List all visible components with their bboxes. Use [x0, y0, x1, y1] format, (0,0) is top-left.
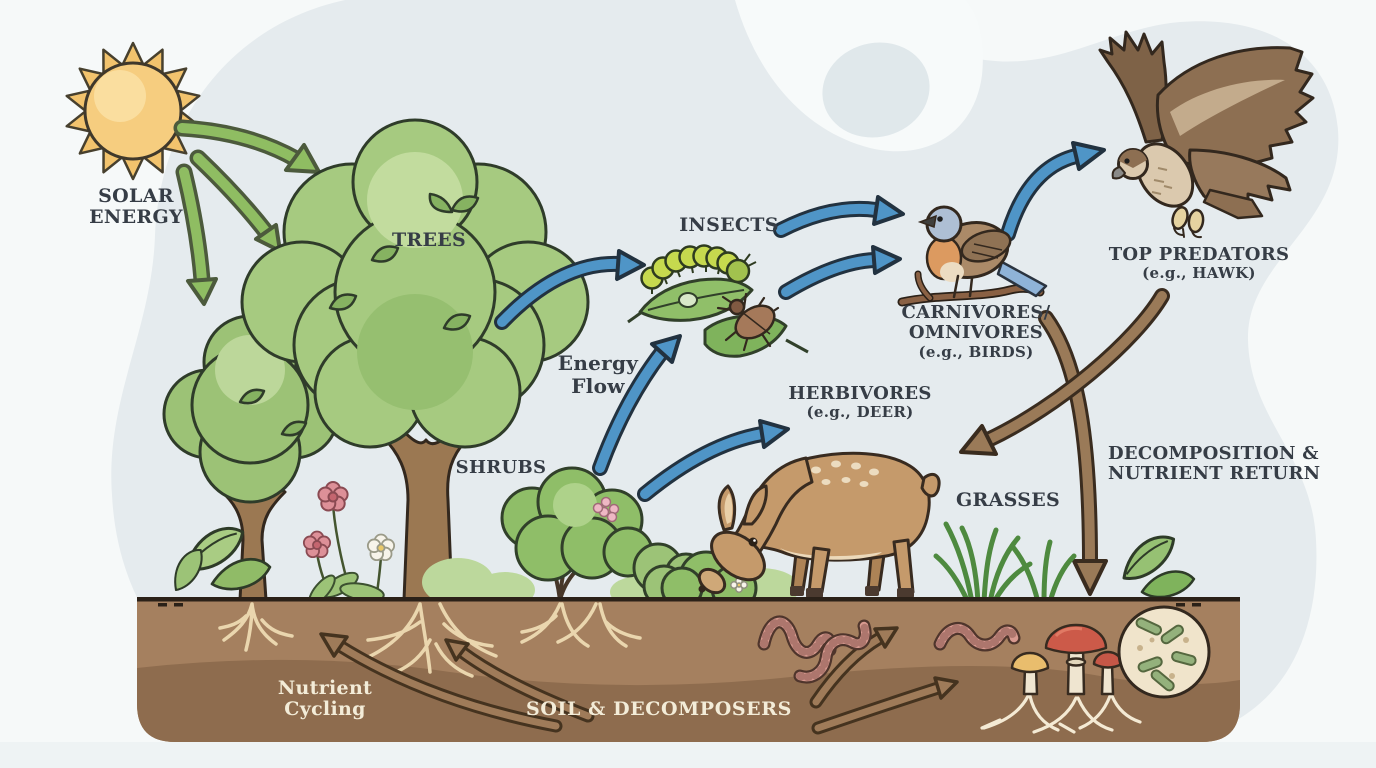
roots-icon [980, 694, 1142, 734]
backdrop-gray-ellipse [822, 42, 930, 138]
microbes-icon [1117, 605, 1211, 699]
label-top-predators: TOP PREDATORS (e.g., HAWK) [1108, 244, 1290, 283]
leaf-accent-icon [238, 192, 480, 437]
soil-band [137, 597, 1240, 742]
label-decomposition-nutrient-return: DECOMPOSITION & NUTRIENT RETURN [1108, 443, 1321, 485]
label-trees: TREES [391, 229, 467, 251]
grass-icon [933, 521, 1077, 605]
hawk-icon [1098, 30, 1315, 239]
roots-icon [218, 602, 642, 678]
worm-icon [757, 615, 1021, 684]
label-carnivores-omnivores: CARNIVORES/ OMNIVORES (e.g., BIRDS) [901, 302, 1051, 361]
label-herbivores: HERBIVORES (e.g., DEER) [788, 383, 932, 422]
energy-arrow-icon [494, 141, 1106, 502]
label-shrubs: SHRUBS [455, 457, 547, 478]
beetle-icon [703, 292, 809, 358]
solar-arrow-icon [173, 119, 321, 306]
leaf-icon [174, 526, 272, 592]
tree-icon [238, 118, 590, 602]
leaf-icon [1122, 535, 1196, 599]
label-grasses: GRASSES [955, 489, 1061, 511]
sun-icon [65, 41, 201, 181]
soil-arrow-icon [319, 626, 959, 735]
decomposition-arrow-icon [959, 288, 1170, 596]
bird-icon [897, 205, 1048, 307]
label-insects: INSECTS [679, 214, 779, 236]
mushroom-icon [1010, 623, 1124, 696]
label-soil-decomposers: SOIL & DECOMPOSERS [526, 698, 792, 720]
label-solar-energy: SOLAR ENERGY [89, 185, 183, 229]
label-nutrient-cycling: Nutrient Cycling [277, 677, 373, 721]
deer-icon [697, 451, 941, 598]
label-energy-flow: Energy Flow [557, 351, 639, 398]
flower-icon [302, 481, 396, 606]
flower-icon [592, 496, 620, 523]
caterpillar-icon [627, 244, 757, 324]
